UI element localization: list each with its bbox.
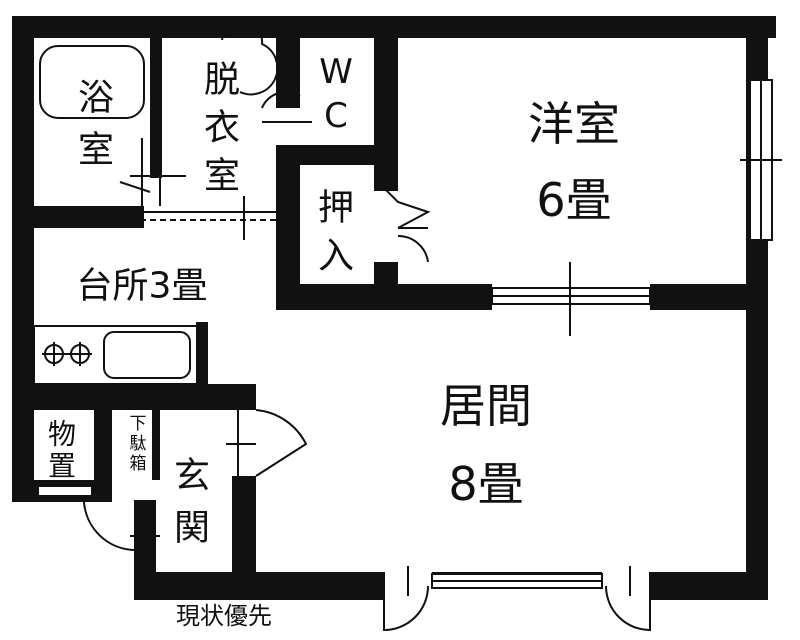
toilet-char-2: C: [324, 96, 348, 136]
wall-closet-right-low: [374, 262, 398, 310]
caption-as-is: 現状優先: [176, 602, 272, 630]
wall-storage-right: [94, 410, 112, 502]
living-room-size: 8畳: [448, 457, 523, 511]
entrance-char-2: 関: [174, 508, 210, 549]
entrance-char-1: 玄: [174, 456, 210, 497]
bathroom-char-2: 室: [78, 130, 114, 171]
kitchen-label: 台所3畳: [77, 266, 208, 307]
dressing-char-2: 衣: [204, 108, 240, 149]
walls: [12, 16, 776, 600]
storage-char-1: 物: [48, 418, 76, 451]
dressing-char-1: 脱: [204, 60, 240, 101]
outer-wall-left: [12, 16, 34, 502]
western-room-name: 洋室: [528, 97, 620, 151]
doors: [83, 90, 651, 632]
wall-entry-top: [34, 384, 254, 410]
wall-dressing-right: [276, 38, 300, 108]
living-room-name: 居間: [440, 379, 532, 433]
wall-closet-right: [374, 165, 398, 191]
wall-western-bottom: [396, 284, 492, 310]
western-room-size: 6畳: [536, 173, 611, 227]
wall-wc-bottom: [276, 145, 398, 165]
entrance-wall-left: [134, 500, 156, 600]
windows: [431, 79, 782, 589]
shoebox-char-3: 箱: [130, 454, 147, 474]
wall-entry-right-low: [232, 476, 256, 600]
dressing-char-3: 室: [204, 156, 240, 197]
outer-wall-bottom-left: [134, 572, 384, 600]
shoebox-char-2: 駄: [130, 434, 147, 454]
fixtures: [33, 20, 279, 497]
wall-bath-bottom: [34, 206, 144, 228]
outer-wall-bottom-right: [650, 572, 768, 600]
storage-char-2: 置: [48, 450, 76, 483]
outer-wall-top: [12, 16, 776, 38]
wall-wc-right: [374, 38, 398, 150]
stove-icon: [42, 342, 92, 366]
shoebox-char-1: 下: [130, 414, 147, 434]
closet-char-1: 押: [318, 188, 354, 229]
room-labels: 洋室 6畳 居間 8畳 台所3畳 浴 室 脱 衣 室 W C 押 入 物 置 下…: [48, 52, 620, 549]
sink: [103, 331, 191, 379]
wall-entry-right: [232, 384, 256, 410]
wall-western-bottom-right: [650, 284, 768, 310]
wall-shoebox-right: [152, 410, 160, 480]
storage-shelf: [37, 485, 93, 497]
washbasin: [221, 20, 279, 96]
bathtub: [39, 45, 145, 119]
kitchen-counter: [33, 325, 199, 385]
closet-char-2: 入: [318, 236, 354, 277]
bathroom-char-1: 浴: [78, 78, 114, 119]
wall-closet-left: [276, 165, 300, 307]
toilet-char-1: W: [319, 52, 353, 92]
wall-bath-right: [150, 38, 162, 178]
